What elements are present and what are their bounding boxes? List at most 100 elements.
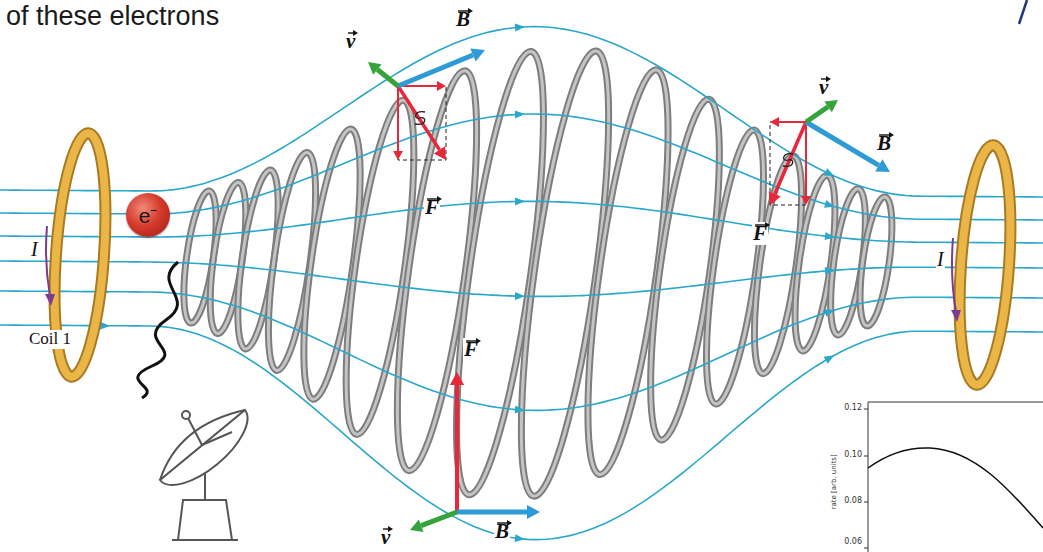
- illustration-part: [437, 81, 446, 91]
- vector-arrow-shaft: [458, 10, 469, 11]
- coil-label: Coil 1: [28, 330, 72, 349]
- illustration-part: [571, 66, 684, 479]
- illustration-part: [503, 47, 626, 501]
- illustration-part: [1019, 0, 1027, 24]
- illustration-part: [45, 226, 961, 322]
- vector-arrow-mark: [819, 75, 831, 83]
- current-label: I: [936, 248, 945, 270]
- axis-tick: 0.06: [844, 538, 862, 547]
- illustration-part: [160, 410, 247, 485]
- illustration-part: [0, 27, 1043, 197]
- illustration-part: [368, 62, 382, 75]
- vector-arrow-head: [826, 76, 831, 82]
- illustration-part: [515, 292, 525, 300]
- vector-arrow-mark: [381, 525, 393, 533]
- illustration-part: [825, 232, 835, 240]
- illustration-part: [455, 385, 459, 512]
- illustration-part: [824, 309, 835, 317]
- illustration-part: [138, 262, 178, 398]
- illustration-part: [806, 122, 879, 165]
- illustration-part: [421, 512, 457, 526]
- vector-arrow-shaft: [755, 224, 766, 225]
- vector-arrow-head: [388, 526, 393, 532]
- illustration-part: [470, 48, 485, 61]
- illustration-part: [953, 144, 1018, 387]
- vector-arrow-mark: [753, 221, 770, 229]
- vector-arrow-head: [765, 222, 770, 228]
- illustration-part: [202, 432, 232, 445]
- illustration-part: [415, 112, 425, 125]
- illustration-part: [824, 100, 838, 112]
- illustration-part: [377, 70, 398, 87]
- illustration-part: [951, 310, 961, 322]
- illustration-part: [410, 520, 424, 532]
- illustration-part: [503, 47, 626, 501]
- illustration-part: [515, 24, 525, 32]
- illustration-part: [188, 418, 202, 445]
- illustration-part: [381, 67, 493, 475]
- vector-arrow-head: [353, 30, 358, 36]
- illustration-part: [182, 411, 190, 419]
- axis-tick: 0.12: [844, 404, 862, 413]
- vector-arrow-shaft: [427, 198, 438, 199]
- illustration-part: [393, 151, 403, 160]
- vector-arrow-shaft: [497, 522, 508, 523]
- illustration-part: [822, 398, 1043, 552]
- illustration-part: [571, 66, 684, 479]
- vector-arrow-mark: [495, 519, 512, 527]
- illustration-part: [0, 201, 1043, 243]
- illustration-part: [805, 122, 807, 196]
- illustration-part: [952, 238, 956, 312]
- illustration-part: [527, 505, 540, 519]
- vector-arrow-head: [437, 196, 442, 202]
- illustration-part: [806, 107, 828, 122]
- vector-arrow-mark: [877, 131, 894, 139]
- illustration-part: [868, 402, 869, 552]
- vector-arrow-head: [507, 520, 512, 526]
- illustration-part: [515, 534, 525, 542]
- axis-title: rate [arb. units]: [831, 454, 839, 509]
- illustration-part: [160, 410, 245, 480]
- illustration-part: [636, 96, 733, 444]
- illustration-part: [824, 355, 835, 363]
- illustration-part: [46, 226, 50, 296]
- illustration-part: [515, 406, 525, 414]
- illustration-part: [0, 291, 1043, 410]
- illustration-part: [779, 121, 806, 123]
- illustration-part: [825, 267, 835, 275]
- illustration-part: [368, 48, 890, 532]
- illustration-part: [48, 132, 1018, 387]
- vector-arrow-mark: [425, 195, 442, 203]
- illustration-part: [381, 67, 493, 475]
- electron-label: e⁻: [139, 205, 158, 226]
- illustration-part: [864, 409, 868, 548]
- vector-arrow-head: [468, 8, 473, 14]
- illustration-part: [770, 122, 806, 205]
- heading-fragment: of these electrons: [6, 2, 219, 32]
- illustration-part: [0, 261, 1043, 296]
- vector-arrow-shaft: [466, 340, 477, 341]
- vector-arrow-mark: [456, 7, 473, 15]
- illustration-part: [953, 144, 1018, 387]
- vector-arrow-mark: [464, 337, 481, 345]
- electron: e⁻: [126, 193, 170, 237]
- illustration-part: [783, 154, 793, 167]
- axis-tick: 0.08: [844, 497, 862, 506]
- illustration-part: [434, 146, 446, 160]
- vector-arrow-shaft: [879, 134, 890, 135]
- illustration-part: [45, 294, 55, 306]
- illustration-part: [868, 448, 1043, 528]
- illustration-part: [822, 398, 1043, 552]
- illustration-part: [515, 110, 525, 118]
- illustration-part: [769, 191, 781, 205]
- illustration-part: [875, 159, 890, 172]
- illustration-part: [775, 122, 806, 194]
- vector-arrow-mark: [346, 29, 358, 37]
- illustration-part: [160, 410, 247, 540]
- illustration-part: [824, 200, 835, 208]
- illustration-part: [397, 86, 399, 151]
- illustration-part: [398, 86, 446, 160]
- illustration-part: [457, 510, 527, 515]
